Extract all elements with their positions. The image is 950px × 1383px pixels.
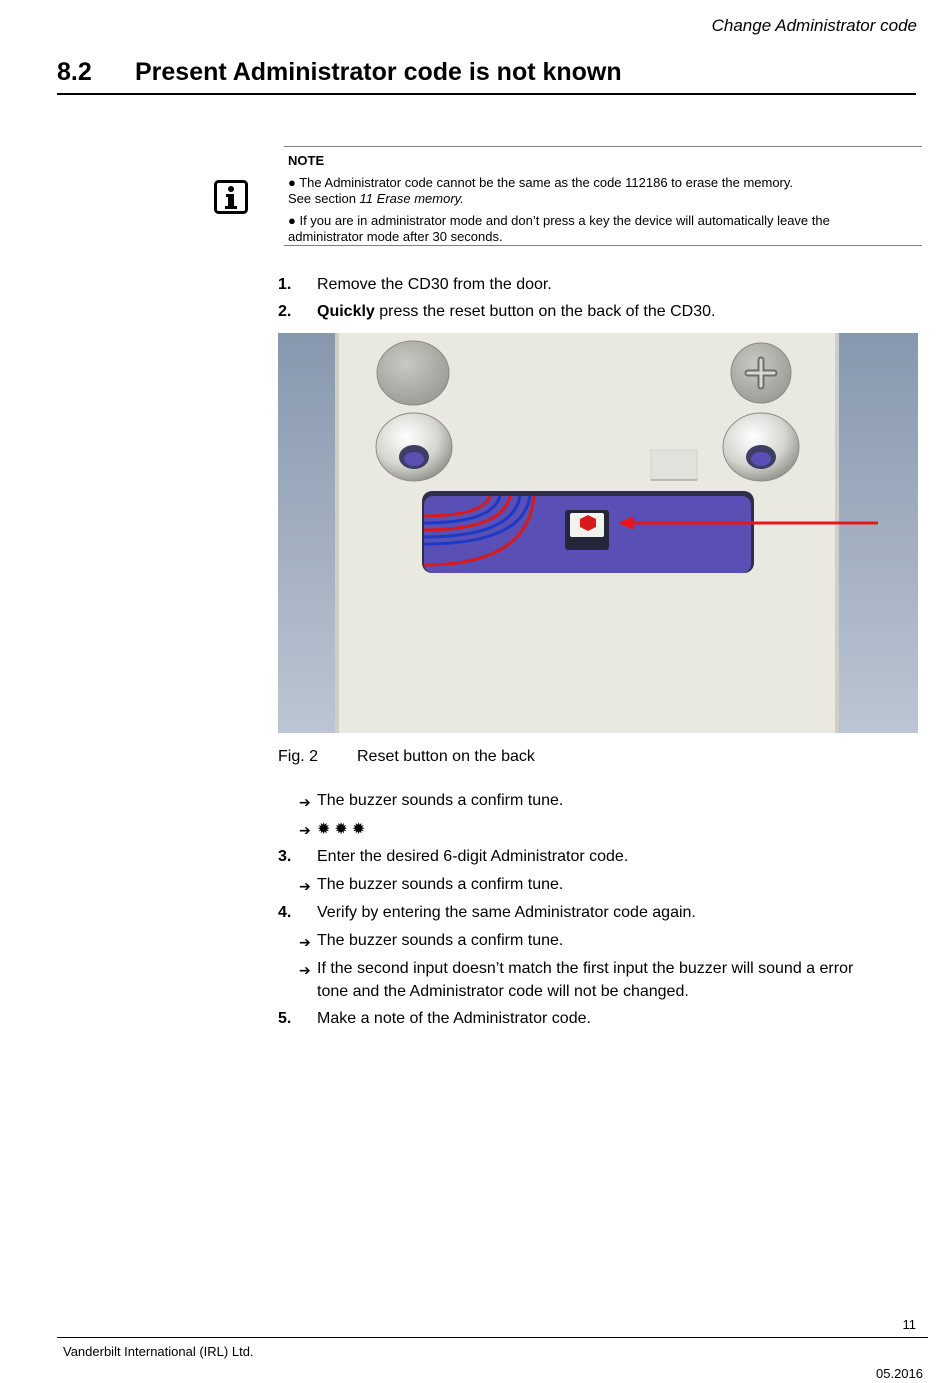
result-5-text: If the second input doesn’t match the fi…: [317, 960, 854, 977]
step-3-text: Enter the desired 6-digit Administrator …: [317, 848, 629, 865]
figure-label: Fig. 2: [278, 748, 319, 765]
step-5-text: Make a note of the Administrator code.: [317, 1010, 591, 1027]
note-item-1-ref: See section 11 Erase memory.: [288, 191, 464, 206]
flash-stars-icon: ✹✹✹: [317, 821, 370, 838]
result-1-text: The buzzer sounds a confirm tune.: [317, 792, 564, 809]
result-5-text-cont: tone and the Administrator code will not…: [317, 983, 689, 1000]
step-1-number: 1.: [278, 276, 292, 293]
step-2-text: Quickly press the reset button on the ba…: [317, 303, 716, 320]
section-number: 8.2: [57, 58, 92, 86]
note-item-2-cont: administrator mode after 30 seconds.: [288, 229, 503, 244]
section-reference: 11 Erase memory.: [359, 191, 464, 206]
step-4-number: 4.: [278, 904, 292, 921]
section-title: Present Administrator code is not known: [135, 58, 622, 86]
result-arrow-icon: ➔: [299, 934, 311, 950]
footer-rule: [57, 1337, 928, 1338]
step-3-number: 3.: [278, 848, 292, 865]
running-header: Change Administrator code: [711, 16, 917, 35]
page-number: 11: [902, 1317, 917, 1332]
reset-button-photo: [278, 333, 918, 733]
document-date: 05.2016: [876, 1366, 923, 1381]
result-arrow-icon: ➔: [299, 794, 311, 810]
result-3-text: The buzzer sounds a confirm tune.: [317, 876, 564, 893]
result-arrow-icon: ➔: [299, 878, 311, 894]
figure-caption: Reset button on the back: [357, 748, 535, 765]
info-icon: [214, 180, 248, 214]
step-4-text: Verify by entering the same Administrato…: [317, 904, 696, 921]
step-2-number: 2.: [278, 303, 292, 320]
result-4-text: The buzzer sounds a confirm tune.: [317, 932, 564, 949]
header-rule: [57, 93, 916, 95]
result-arrow-icon: ➔: [299, 962, 311, 978]
note-box: NOTE ● The Administrator code cannot be …: [284, 146, 922, 246]
note-item-2: ● If you are in administrator mode and d…: [288, 213, 830, 228]
step-1-text: Remove the CD30 from the door.: [317, 276, 552, 293]
company-name: Vanderbilt International (IRL) Ltd.: [63, 1344, 254, 1359]
result-arrow-icon: ➔: [299, 822, 311, 838]
note-label: NOTE: [288, 153, 325, 168]
note-item-1: ● The Administrator code cannot be the s…: [288, 175, 794, 190]
step-5-number: 5.: [278, 1010, 292, 1027]
